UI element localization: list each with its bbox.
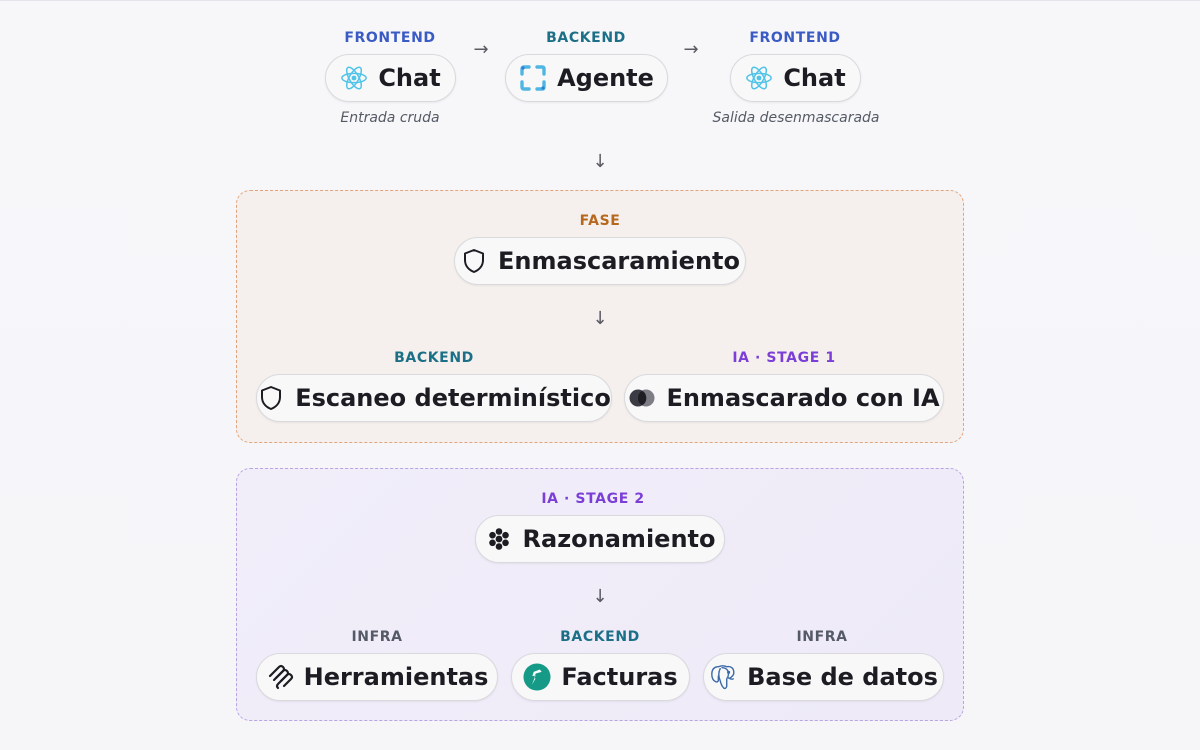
arrow-right-2: → bbox=[683, 39, 699, 60]
database-label: Base de datos bbox=[747, 663, 938, 691]
chat-output-label: Chat bbox=[783, 64, 846, 92]
reasoning-tag: IA · STAGE 2 bbox=[541, 491, 645, 507]
arrow-down-2: ↓ bbox=[592, 308, 608, 329]
arrow-down-1: ↓ bbox=[592, 151, 608, 172]
tools-icon bbox=[266, 663, 294, 691]
chat-input-label: Chat bbox=[378, 64, 441, 92]
react-icon bbox=[745, 64, 773, 92]
reasoning-label: Razonamiento bbox=[522, 525, 716, 553]
masking-node[interactable]: Enmascaramiento bbox=[454, 237, 746, 285]
deterministic-scan-label: Escaneo determinístico bbox=[295, 384, 611, 412]
ai-masking-node[interactable]: Enmascarado con IA bbox=[624, 374, 944, 422]
invoices-tag: BACKEND bbox=[560, 629, 640, 645]
tools-label: Herramientas bbox=[303, 663, 489, 691]
chat-output-node[interactable]: Chat bbox=[730, 54, 861, 102]
phase-tag: FASE bbox=[579, 213, 621, 229]
reasoning-node[interactable]: Razonamiento bbox=[475, 515, 725, 563]
agent-node[interactable]: Agente bbox=[505, 54, 668, 102]
tools-node[interactable]: Herramientas bbox=[256, 653, 498, 701]
chat-input-caption: Entrada cruda bbox=[340, 110, 440, 126]
overlap-circles-icon bbox=[628, 384, 656, 412]
flower-dots-icon bbox=[485, 525, 513, 553]
agent-tag: BACKEND bbox=[546, 30, 626, 46]
invoices-label: Facturas bbox=[561, 663, 678, 691]
chat-output-tag: FRONTEND bbox=[749, 30, 841, 46]
chat-output-caption: Salida desenmascarada bbox=[712, 110, 880, 126]
ai-masking-label: Enmascarado con IA bbox=[666, 384, 940, 412]
shield-icon bbox=[257, 384, 285, 412]
invoices-node[interactable]: Facturas bbox=[511, 653, 690, 701]
postgres-elephant-icon bbox=[709, 663, 737, 691]
chat-input-node[interactable]: Chat bbox=[325, 54, 456, 102]
deterministic-scan-node[interactable]: Escaneo determinístico bbox=[256, 374, 612, 422]
database-tag: INFRA bbox=[796, 629, 848, 645]
chat-input-tag: FRONTEND bbox=[344, 30, 436, 46]
masking-label: Enmascaramiento bbox=[498, 247, 740, 275]
frame-icon bbox=[519, 64, 547, 92]
ai-masking-tag: IA · STAGE 1 bbox=[732, 350, 836, 366]
tools-tag: INFRA bbox=[351, 629, 403, 645]
agent-label: Agente bbox=[557, 64, 654, 92]
arrow-right-1: → bbox=[473, 39, 489, 60]
arrow-down-3: ↓ bbox=[592, 586, 608, 607]
shield-icon bbox=[460, 247, 488, 275]
facturas-logo-icon bbox=[523, 663, 551, 691]
react-icon bbox=[340, 64, 368, 92]
database-node[interactable]: Base de datos bbox=[703, 653, 944, 701]
deterministic-scan-tag: BACKEND bbox=[394, 350, 474, 366]
